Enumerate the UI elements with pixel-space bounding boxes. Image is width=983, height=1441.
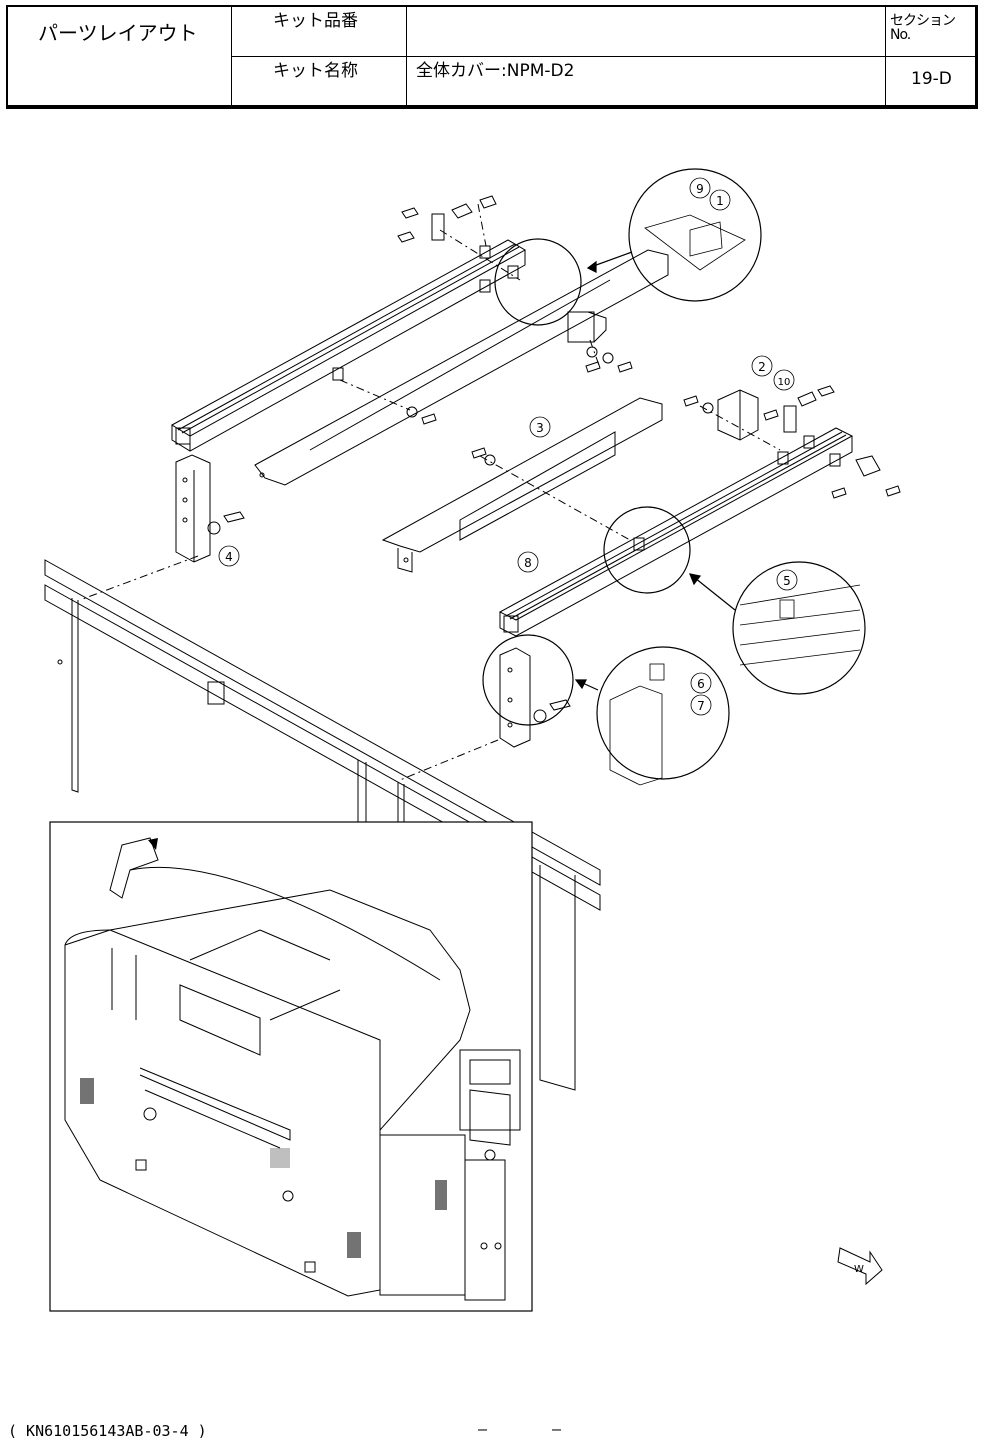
vertical-bracket-4 <box>176 455 244 562</box>
callout-5: 5 <box>783 574 791 588</box>
callout-2: 2 <box>758 360 766 374</box>
page-dash-right: – <box>552 1420 561 1438</box>
callout-numbers: 1 2 3 4 5 6 7 8 9 10 <box>225 182 791 713</box>
callout-4: 4 <box>225 550 233 564</box>
lower-rail-8 <box>500 428 852 636</box>
callout-10: 10 <box>778 377 791 388</box>
lower-vertical-bracket <box>500 648 570 747</box>
direction-marker: W <box>838 1248 882 1284</box>
callout-8: 8 <box>524 556 532 570</box>
callout-bubbles <box>219 178 797 715</box>
callout-1: 1 <box>716 194 724 208</box>
direction-marker-label: W <box>854 1264 864 1275</box>
small-parts-right <box>634 386 900 550</box>
document-code: ( KN610156143AB-03-4 ) <box>8 1422 207 1440</box>
small-parts-upper <box>333 196 632 465</box>
page-dash-left: – <box>478 1420 487 1438</box>
detail-circles <box>483 169 865 785</box>
upper-rail <box>172 240 525 451</box>
callout-9: 9 <box>696 182 704 196</box>
machine-overview-inset <box>50 822 532 1311</box>
callout-3: 3 <box>536 421 544 435</box>
callout-6: 6 <box>697 677 705 691</box>
callout-7: 7 <box>697 699 705 713</box>
